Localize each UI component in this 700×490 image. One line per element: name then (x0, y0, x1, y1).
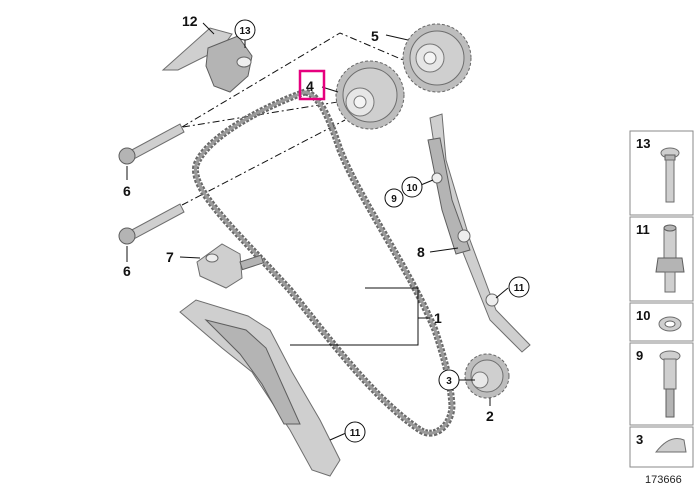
timing-chain (192, 88, 456, 437)
camshaft-sprocket-5 (402, 23, 472, 93)
diagram-reference-number: 173666 (645, 474, 682, 486)
callout-12-label: 12 (182, 13, 198, 29)
callout-6-lower-label: 6 (123, 263, 131, 279)
callout-13-label: 13 (239, 26, 251, 37)
legend-item-11[interactable]: 11 (629, 216, 694, 302)
highlight-box (298, 69, 326, 101)
callout-5-label: 5 (371, 28, 379, 44)
callout-6-lower[interactable]: 6 (123, 263, 131, 279)
callout-1-label: 1 (434, 310, 442, 326)
callout-12[interactable]: 12 (182, 13, 198, 29)
callout-11-lower[interactable]: 11 (344, 421, 366, 443)
callout-4-label: 4 (306, 78, 314, 94)
tensioner-rail-12 (161, 27, 253, 93)
callout-1[interactable]: 1 (434, 310, 442, 326)
tensioner-rail-lower (179, 299, 341, 477)
callout-2-label: 2 (486, 408, 494, 424)
guide-rail-8 (427, 113, 531, 353)
legend-panel: 13 11 10 (629, 130, 694, 468)
legend-item-9[interactable]: 9 (629, 342, 694, 426)
camshaft-sprocket-4 (335, 60, 405, 130)
bolt-6-lower (118, 203, 185, 245)
torx-bolt-icon (660, 147, 680, 203)
callout-10[interactable]: 10 (401, 176, 423, 198)
callout-5[interactable]: 5 (371, 28, 379, 44)
callout-8-label: 8 (417, 244, 425, 260)
legend-item-10[interactable]: 10 (629, 302, 694, 342)
callout-6-upper-label: 6 (123, 183, 131, 199)
callout-11-lower-label: 11 (350, 428, 361, 439)
callout-6-upper[interactable]: 6 (123, 183, 131, 199)
callout-13[interactable]: 13 (234, 19, 256, 41)
callout-3-label: 3 (446, 376, 452, 387)
leader-lines (126, 22, 509, 441)
legend-item-3[interactable]: 3 (629, 426, 694, 468)
callout-2[interactable]: 2 (486, 408, 494, 424)
legend-11-number: 11 (636, 222, 650, 237)
callout-9[interactable]: 9 (384, 188, 404, 208)
callout-7-label: 7 (166, 249, 174, 265)
bushing-bolt-icon (655, 224, 685, 293)
legend-3-number: 3 (636, 432, 643, 447)
washer-icon (658, 316, 682, 332)
legend-10-number: 10 (636, 308, 650, 323)
pin-bolt-icon (659, 350, 681, 418)
legend-item-13[interactable]: 13 (629, 130, 694, 216)
callout-3[interactable]: 3 (438, 369, 460, 391)
legend-9-number: 9 (636, 348, 643, 363)
callout-7[interactable]: 7 (166, 249, 174, 265)
callout-9-label: 9 (391, 194, 397, 205)
callout-8[interactable]: 8 (417, 244, 425, 260)
crankshaft-sprocket-2 (464, 353, 510, 399)
chain-tensioner-7 (196, 243, 265, 289)
callout-11-rail-label: 11 (514, 283, 525, 294)
callout-11-rail[interactable]: 11 (508, 276, 530, 298)
bolt-6-upper (118, 123, 185, 165)
woodruff-key-icon (654, 438, 687, 453)
callout-10-label: 10 (406, 183, 418, 194)
legend-13-number: 13 (636, 136, 650, 151)
callout-4-highlighted[interactable]: 4 (298, 69, 326, 101)
